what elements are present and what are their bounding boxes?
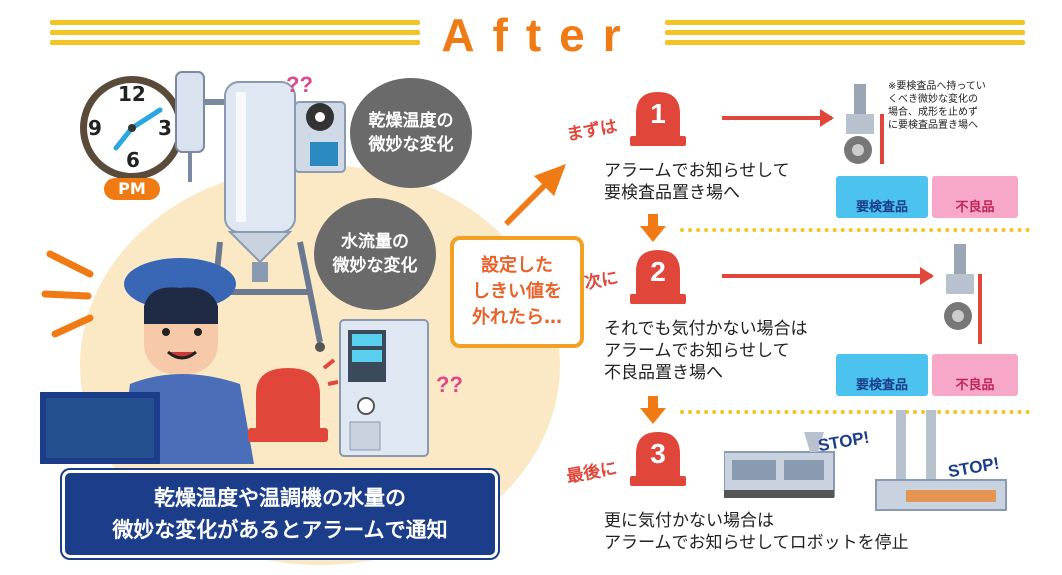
- robot-gripper-icon: [944, 244, 982, 344]
- step2-number: 2: [650, 256, 666, 287]
- robot-gripper-icon: [844, 84, 884, 164]
- alarm-notice-banner: 乾燥温度や温調機の水量の 微妙な変化があるとアラームで通知: [62, 470, 498, 558]
- alarm-lamp-icon: [630, 250, 686, 304]
- inspection-note: ※要検査品へ持ってい くべき微妙な変化の 場合、成形を止めず に要検査品置き場へ: [888, 81, 986, 131]
- temperature-controller-illustration: [339, 319, 429, 457]
- clock-numeral-9: 9: [88, 116, 102, 140]
- step3-number: 3: [650, 438, 666, 469]
- water-flow-bubble: 水流量の 微妙な変化: [314, 198, 436, 310]
- alarm-lamp-icon: [630, 92, 686, 146]
- molding-machine-illustration: [724, 432, 835, 498]
- diagonal-arrow-icon: [504, 164, 566, 226]
- question-marks: ??: [286, 72, 313, 97]
- clock-numeral-3: 3: [158, 116, 172, 140]
- drying-temperature-bubble: 乾燥温度の 微妙な変化: [350, 78, 472, 188]
- header-stripe: [665, 20, 1025, 25]
- clock-numeral-12: 12: [118, 82, 146, 106]
- step2-description: それでも気付かない場合は アラームでお知らせして 不良品置き場へ: [604, 319, 808, 383]
- step1-number: 1: [650, 98, 666, 129]
- separator-line: [680, 410, 1030, 414]
- down-arrow-icon: [640, 396, 666, 424]
- question-marks: ??: [436, 372, 463, 397]
- alarm-lamp-icon: [630, 432, 686, 486]
- step2-alarm-lamp: 2: [628, 246, 688, 306]
- inspection-tray: 要検査品: [836, 354, 928, 396]
- defect-tray: 不良品: [932, 354, 1018, 396]
- inspection-tray: 要検査品: [836, 176, 928, 218]
- clock-icon: [80, 76, 184, 180]
- alarm-lamp-icon: [248, 358, 338, 442]
- worker-illustration: [40, 250, 254, 464]
- threshold-box: 設定した しきい値を 外れたら…: [450, 236, 584, 348]
- robot-arm-illustration: [875, 410, 1007, 511]
- step3-label: 最後に: [565, 458, 619, 488]
- step1-alarm-lamp: 1: [628, 88, 688, 148]
- header-stripe: [50, 20, 420, 25]
- down-arrow-icon: [640, 214, 666, 242]
- clock-period-badge: PM: [104, 178, 160, 200]
- clock-numeral-6: 6: [126, 148, 140, 172]
- header-stripe: [50, 40, 420, 45]
- header-stripe: [665, 40, 1025, 45]
- step2-label: 次に: [582, 268, 620, 294]
- separator-line: [680, 228, 1030, 232]
- defect-tray: 不良品: [932, 176, 1018, 218]
- header-stripe: [665, 30, 1025, 35]
- step1-arrow: [722, 109, 834, 127]
- step3-alarm-lamp: 3: [628, 428, 688, 488]
- step2-arrow: [722, 267, 934, 285]
- step1-label: まずは: [565, 116, 619, 146]
- header-stripe: [50, 30, 420, 35]
- step3-description: 更に気付かない場合は アラームでお知らせしてロボットを停止: [604, 511, 909, 553]
- step1-description: アラームでお知らせして 要検査品置き場へ: [604, 161, 790, 203]
- page-title: After: [441, 9, 639, 61]
